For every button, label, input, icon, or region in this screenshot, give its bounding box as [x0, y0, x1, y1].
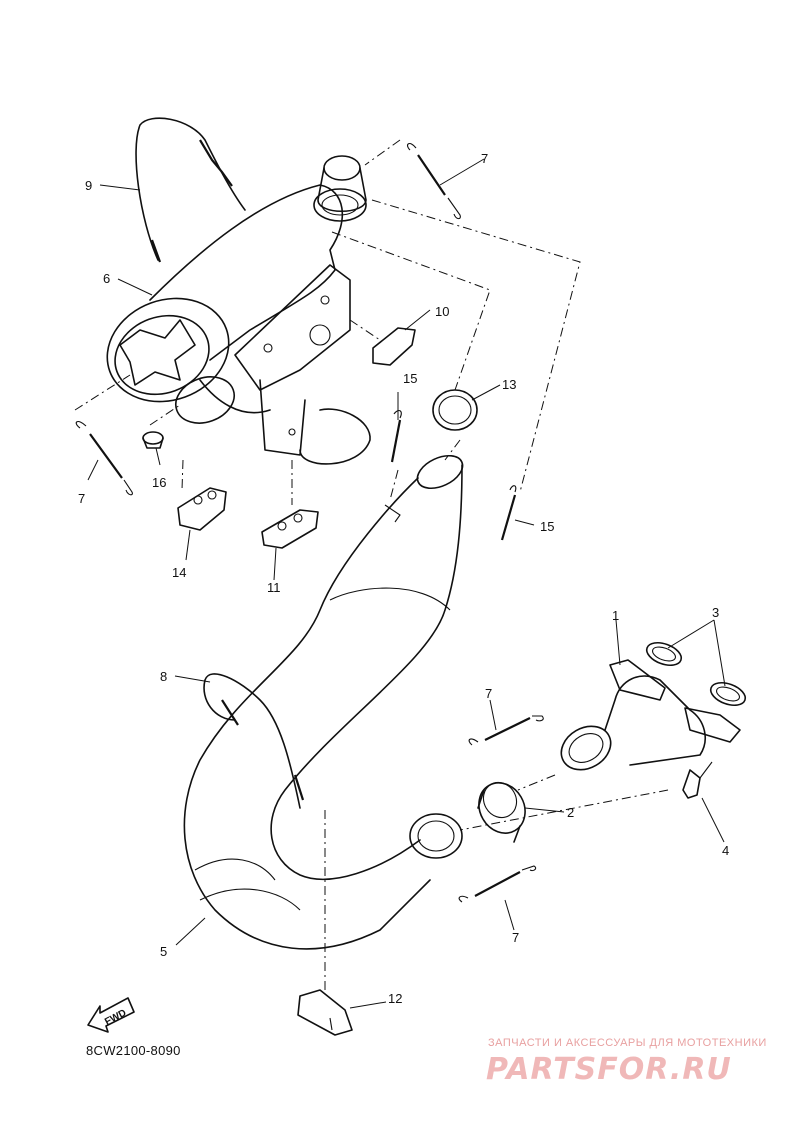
diagram-code: 8CW2100-8090: [86, 1043, 181, 1058]
fwd-label: FWD: [103, 1008, 128, 1028]
callout-12: 12: [388, 991, 402, 1006]
callout-9: 9: [85, 178, 92, 193]
watermark-logo: PARTSFOR.RU: [486, 1052, 732, 1087]
callout-1: 1: [612, 608, 619, 623]
hanger-cable-9: [135, 117, 246, 263]
callout-14: 14: [172, 565, 186, 580]
callout-3: 3: [712, 605, 719, 620]
hanger-cable-8: [203, 673, 305, 809]
leader-lines: [87, 158, 726, 1009]
manifold-gaskets-3: [645, 641, 747, 707]
callout-13: 13: [502, 377, 516, 392]
gasket-ring-13: [432, 389, 478, 431]
bolt-16: [142, 431, 164, 449]
spring-7-bottom: [458, 865, 537, 903]
rubber-pad-10: [372, 327, 416, 366]
spring-15-center: [390, 409, 402, 463]
exhaust-pipe-5: [183, 454, 464, 950]
callout-4: 4: [722, 843, 729, 858]
assembly-guides: [74, 139, 669, 990]
gasket-2: [477, 781, 526, 843]
spring-7-left: [75, 420, 133, 496]
watermark-tagline: ЗАПЧАСТИ И АКСЕССУАРЫ ДЛЯ МОТОТЕХНИКИ: [488, 1037, 767, 1049]
callout-7-top: 7: [481, 151, 488, 166]
exhaust-manifold-1: [560, 659, 741, 771]
callout-2: 2: [567, 805, 574, 820]
fwd-arrow-icon: FWD: [87, 997, 135, 1033]
muffler-inlet-pipe: [313, 155, 367, 222]
damper-14: [177, 487, 227, 531]
callout-10: 10: [435, 304, 449, 319]
callout-15-center: 15: [403, 371, 417, 386]
callout-6: 6: [103, 271, 110, 286]
heat-plate-12: [297, 989, 353, 1036]
callout-7-left: 7: [78, 491, 85, 506]
callout-7-middle: 7: [485, 686, 492, 701]
spring-7-top: [407, 142, 461, 220]
spring-15-right: [500, 485, 517, 541]
damper-11: [261, 509, 319, 549]
callout-8: 8: [160, 669, 167, 684]
bolt-4: [682, 761, 713, 799]
callout-15-right: 15: [540, 519, 554, 534]
muffler-assembly: [106, 184, 371, 465]
callout-16: 16: [152, 475, 166, 490]
callout-5: 5: [160, 944, 167, 959]
spring-7-middle: [468, 715, 544, 746]
callout-11: 11: [267, 580, 281, 595]
callout-numbers: 1 2 3 4 5 6 7 7 7 7 8 9 10 11 12 13 14 1…: [78, 151, 729, 1006]
callout-7-bottom: 7: [512, 930, 519, 945]
